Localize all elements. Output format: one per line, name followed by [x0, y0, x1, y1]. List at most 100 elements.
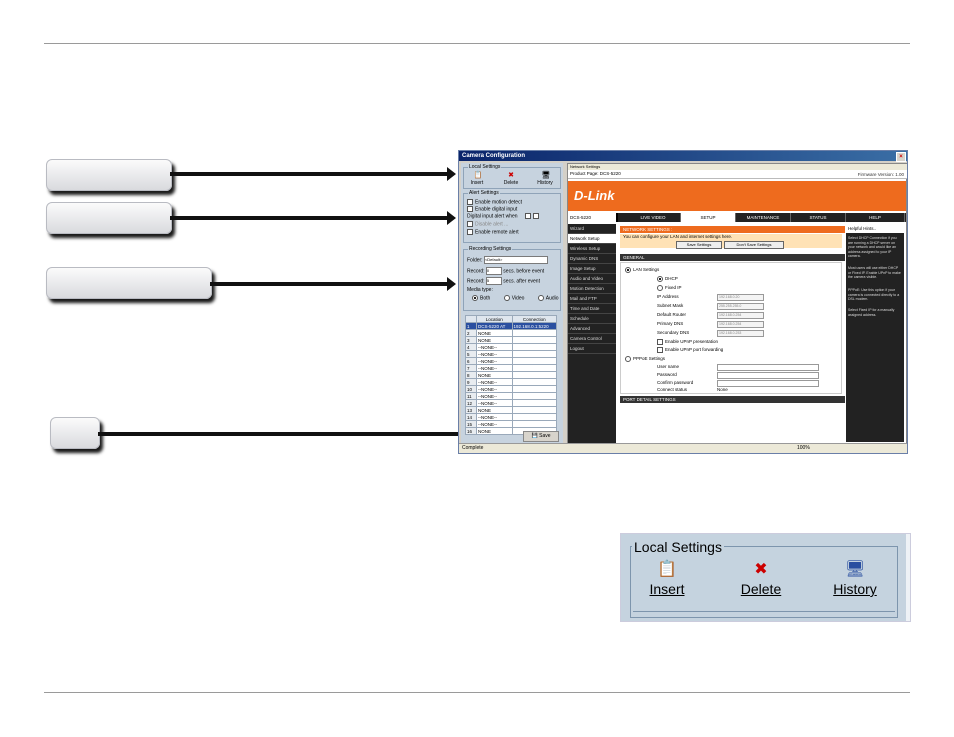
dhcp-label: DHCP [665, 276, 678, 282]
alert-high-checkbox[interactable] [532, 213, 539, 219]
record-after-input[interactable]: 5 [485, 277, 502, 285]
digital-input-checkbox[interactable] [467, 206, 473, 212]
firmware-version: Firmware Version: 1.00 [857, 172, 904, 177]
recording-settings-group: Recording Settings Folder: <Default> Rec… [463, 246, 561, 311]
camera-configuration-window: Camera Configuration × Local Settings 📋 … [458, 150, 908, 454]
sidebar-item-image-setup[interactable]: Image Setup [568, 264, 616, 274]
row-number: 7 [465, 364, 477, 372]
sidebar-item-logout[interactable]: Logout [568, 344, 616, 354]
location-cell: --NONE-- [476, 399, 513, 407]
close-icon[interactable]: × [896, 152, 906, 162]
tab-live-video[interactable]: LIVE VIDEO [626, 213, 681, 222]
connection-cell [511, 336, 558, 344]
tab-setup[interactable]: SETUP [681, 213, 736, 222]
table-row[interactable]: 9--NONE-- [465, 378, 558, 386]
lan-settings-radio[interactable] [625, 267, 631, 273]
sidebar-item-time-and-date[interactable]: Time and Date [568, 304, 616, 314]
upnp-presentation-checkbox[interactable] [657, 339, 663, 345]
table-row[interactable]: 10--NONE-- [465, 385, 558, 393]
connection-cell [511, 329, 558, 337]
sidebar-item-dynamic-dns[interactable]: Dynamic DNS [568, 254, 616, 264]
digital-input-alert-label: Digital input alert when [467, 213, 518, 220]
table-row[interactable]: 5--NONE-- [465, 350, 558, 358]
dont-save-settings-button[interactable]: Don't Save Settings [724, 241, 784, 249]
sidebar-item-wireless-setup[interactable]: Wireless Setup [568, 244, 616, 254]
remote-alert-checkbox[interactable] [467, 229, 473, 235]
history-button[interactable]: 🖥 History [534, 172, 556, 186]
motion-detect-option[interactable]: Enable motion detect [467, 199, 522, 205]
table-row[interactable]: 11--NONE-- [465, 392, 558, 400]
table-row[interactable]: 14--NONE-- [465, 413, 558, 421]
table-row[interactable]: 15--NONE-- [465, 420, 558, 428]
primary-dns-field[interactable]: 192.168.0.254 [717, 321, 764, 328]
callout-arrow-alert-settings [170, 211, 456, 225]
table-row[interactable]: 7--NONE-- [465, 364, 558, 372]
disable-alert-option[interactable]: Disable alert ... [467, 221, 508, 227]
local-settings-title: Local Settings [468, 164, 502, 170]
table-header: Location [476, 315, 513, 323]
ip-address-field[interactable]: 192.168.0.20 [717, 294, 764, 301]
disable-alert-label: Disable alert ... [475, 221, 509, 228]
save-settings-button[interactable]: Save Settings [676, 241, 722, 249]
fixed-ip-radio[interactable] [657, 285, 663, 291]
media-both-radio[interactable] [472, 295, 478, 301]
dhcp-option[interactable]: DHCP [657, 276, 678, 282]
delete-button-zoom[interactable]: ✖ Delete [731, 561, 791, 597]
lan-settings-option[interactable]: LAN Settings [625, 267, 659, 273]
sidebar-item-audio-and-video[interactable]: Audio and Video [568, 274, 616, 284]
pppoe-option[interactable]: PPPoE Settings [625, 356, 665, 362]
dhcp-radio[interactable] [657, 276, 663, 282]
delete-button[interactable]: ✖ Delete [500, 172, 522, 186]
table-row[interactable]: 4--NONE-- [465, 343, 558, 351]
tab-status[interactable]: STATUS [791, 213, 846, 222]
sidebar-item-wizard[interactable]: Wizard [568, 224, 616, 234]
secondary-dns-field[interactable]: 192.168.0.253 [717, 330, 764, 337]
history-button-zoom[interactable]: 🖥 History [825, 561, 885, 597]
pppoe-password-field[interactable] [717, 372, 819, 379]
sidebar-item-advanced[interactable]: Advanced [568, 324, 616, 334]
media-audio-radio[interactable] [537, 295, 544, 301]
insert-button-zoom[interactable]: 📋 Insert [637, 561, 697, 597]
tab-maintenance[interactable]: MAINTENANCE [736, 213, 791, 222]
tab-help[interactable]: HELP [846, 213, 905, 222]
alert-settings-group: Alert Settings Enable motion detect Enab… [463, 190, 561, 243]
insert-icon: 📋 [657, 561, 677, 578]
upnp-port-option[interactable]: Enable UPnP port forwarding [657, 347, 723, 353]
sidebar-item-mail-and-ftp[interactable]: Mail and FTP [568, 294, 616, 304]
browser-panel: Network Settings Product Page: DCS-5220 … [567, 163, 907, 445]
pppoe-username-field[interactable] [717, 364, 819, 371]
sidebar-item-motion-detection[interactable]: Motion Detection [568, 284, 616, 294]
digital-input-option[interactable]: Enable digital input [467, 206, 517, 212]
record-before-input[interactable]: 0 [485, 267, 502, 275]
insert-button[interactable]: 📋 Insert [466, 172, 488, 186]
save-button[interactable]: 💾 Save [523, 431, 559, 442]
folder-select[interactable]: <Default> [483, 256, 548, 264]
port-detail-title: PORT DETAIL SETTINGS [620, 396, 845, 403]
sidebar-item-schedule[interactable]: Schedule [568, 314, 616, 324]
pppoe-radio[interactable] [625, 356, 631, 362]
upnp-presentation-option[interactable]: Enable UPnP presentation [657, 339, 718, 345]
connect-status-label: Connect status [657, 387, 688, 392]
fixed-ip-option[interactable]: Fixed IP [657, 285, 682, 291]
location-cell: --NONE-- [476, 420, 513, 428]
upnp-port-checkbox[interactable] [657, 347, 663, 353]
default-router-field[interactable]: 192.168.0.254 [717, 312, 764, 319]
motion-detect-checkbox[interactable] [467, 199, 473, 205]
disable-alert-checkbox[interactable] [467, 221, 473, 227]
table-row[interactable]: 6--NONE-- [465, 357, 558, 365]
callout-save [50, 417, 100, 449]
remote-alert-option[interactable]: Enable remote alert [467, 229, 519, 235]
table-row[interactable]: 12--NONE-- [465, 399, 558, 407]
pppoe-confirm-field[interactable] [717, 380, 819, 387]
help-panel: Helpful Hints.. Select DHCP Connection i… [846, 224, 904, 442]
alert-low-checkbox[interactable] [524, 213, 531, 219]
sidebar-item-camera-control[interactable]: Camera Control [568, 334, 616, 344]
media-video-radio[interactable] [503, 295, 510, 301]
sidebar-item-network-setup[interactable]: Network Setup [568, 234, 616, 244]
subnet-mask-field[interactable]: 255.255.255.0 [717, 303, 764, 310]
